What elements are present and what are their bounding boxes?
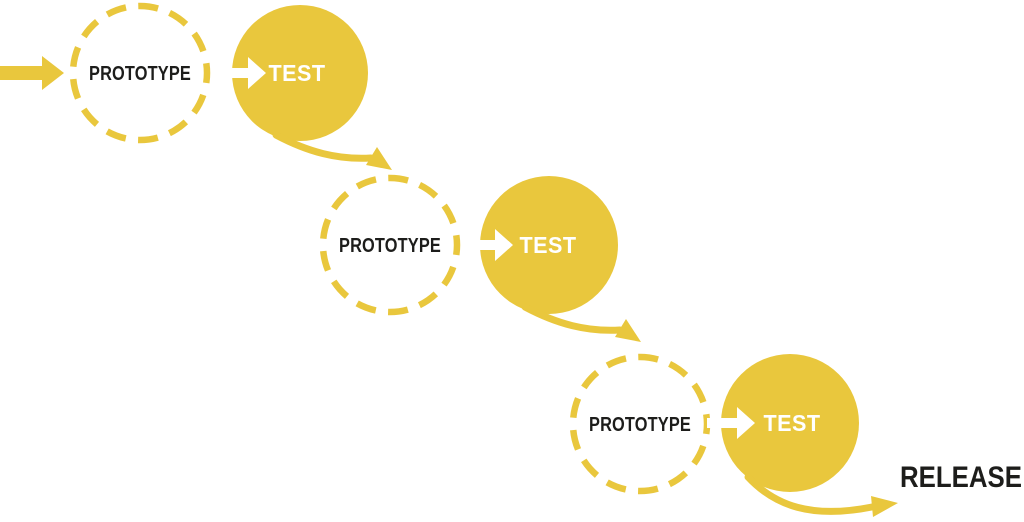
prototype-circle [69,2,211,144]
test-circle [721,354,859,492]
prototype-circle [319,174,461,316]
release-arrow-icon [744,473,898,517]
prototype-label: PROTOTYPE [339,235,441,257]
iteration-arrow-1-curve [272,131,375,162]
stage-1: PROTOTYPE TEST [69,2,368,144]
iteration-arrow-2-head [615,319,641,342]
iteration-arrow-1-head [366,147,392,170]
prototype-to-test-arrow-icon [707,407,755,439]
iteration-arrow-2-curve [521,303,624,334]
iteration-arrow-2-icon [521,303,641,342]
test-circle [232,5,368,141]
test-label: TEST [764,410,821,436]
test-label: TEST [269,60,326,86]
prototype-to-test-arrow-icon [218,57,266,89]
prototype-label: PROTOTYPE [589,414,691,436]
flow-start-arrow-icon [0,56,64,90]
release-arrow-head [871,496,898,517]
test-circle [480,176,618,314]
prototype-label: PROTOTYPE [89,63,191,85]
release-arrow-curve [744,473,876,515]
stage-2: PROTOTYPE TEST [319,174,618,316]
prototype-to-test-arrow-icon [465,229,513,261]
stage-3: PROTOTYPE TEST [569,353,859,495]
iteration-arrow-1-icon [272,131,392,170]
release-label: RELEASE [900,461,1022,494]
test-label: TEST [520,232,577,258]
